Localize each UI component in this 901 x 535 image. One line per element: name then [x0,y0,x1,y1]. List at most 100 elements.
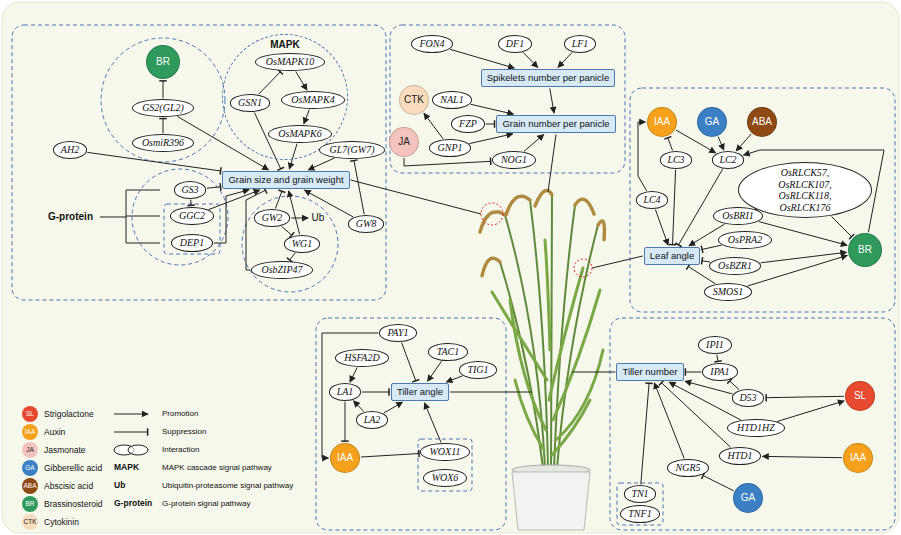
connector [685,372,701,373]
pot [512,472,590,530]
hormone-circle: BR [146,45,180,79]
node-label: TN1 [631,488,648,500]
gene-ellipse: PAY1 [379,324,416,342]
connector [777,401,844,422]
leaf [545,240,550,350]
gene-ellipse: WOX11 [420,443,469,461]
trait-box: Tiller angle [391,383,449,402]
gene-ellipse: HSFA2D [335,349,389,367]
hormone-circle: ABA [747,107,777,137]
leader-line [351,180,481,214]
stem [505,215,545,468]
connector [673,170,676,245]
connector [550,88,554,113]
connector [402,343,416,382]
panicle [535,190,552,206]
gene-ellipse: OsmiR396 [132,134,195,152]
node-label: GS2(GL2) [142,102,184,114]
node-label: BR [858,244,872,256]
connector [350,368,357,383]
node-label: FZP [459,118,477,130]
connector [424,113,443,139]
connector [259,72,281,95]
panel-outline [12,25,386,300]
node-label: Ub [312,212,325,224]
panel-outline [316,318,506,530]
gene-ellipse: DEP1 [171,234,212,252]
trait-box: Spikelets number per panicle [481,69,616,88]
connector [685,381,732,394]
legend-text: Promotion [162,408,198,420]
node-label: D53 [739,392,756,404]
gene-ellipse: WOX6 [423,469,467,487]
node-label: TNF1 [628,508,651,520]
hormone-circle: JA [389,127,419,157]
connector [209,190,260,210]
trait-box: Grain number per panicle [496,115,615,134]
swatch-abbreviation: BR [25,501,34,508]
node-label: GW8 [356,218,377,230]
gene-ellipse: LA2 [356,411,388,429]
connector [246,190,266,270]
group-box [164,204,220,254]
swatch-abbreviation: GA [25,465,34,472]
group-circle [101,38,225,162]
legend-interaction-sample [128,445,148,455]
node-label: IPI1 [706,339,724,351]
node-label: GL7(GW7) [330,144,375,156]
node-label: Grain size and grain weight [228,175,343,186]
connector [362,392,389,393]
node-label: OsMAPK6 [278,128,321,140]
connector [296,72,307,91]
connector [163,81,164,99]
leader-line [548,134,556,192]
gene-ellipse: LA1 [329,383,361,401]
connector [308,158,334,170]
gene-ellipse: GS3 [174,181,207,199]
node-label: IPA1 [710,366,729,378]
swatch-abbreviation: IAA [25,429,35,436]
gene-ellipse: OsMAPK10 [255,53,325,71]
node-label: SL [854,390,866,402]
gene-ellipse: OsMAPK4 [281,91,345,109]
legend-text: Ubiquitin-proteasome signal pathway [162,480,293,492]
leaf [549,268,583,400]
connector [641,383,649,484]
node-label: WOX6 [432,472,459,484]
connector [763,456,843,457]
node-label: LF1 [572,38,589,50]
connector [524,134,544,151]
connector [291,218,308,219]
connector [748,255,848,286]
leaf [492,292,547,380]
node-label: LC3 [667,154,684,166]
connector [354,160,364,214]
hormone-circle: BR [848,233,882,267]
panicle [575,199,594,214]
hormone-circle: IAA [843,443,873,473]
free-label: MAPK [114,462,139,474]
gene-ellipse: HTD1 [719,447,761,465]
gene-ellipse: GW2 [254,209,291,227]
node-label: NGR5 [676,462,701,474]
legend-text: Suppression [162,426,206,438]
node-label: FON4 [420,38,445,50]
node-label: OsbZIP47 [261,264,302,276]
hormone-circle: SL [845,381,875,411]
connector [832,217,852,237]
connector [289,191,300,234]
node-label: OsMAPK10 [266,56,314,68]
panicle [598,221,604,240]
connector [702,245,722,249]
pathway-circle: MAPKOsMAPK10GSN1OsMAPK4OsMAPK6 [222,34,348,160]
connector [163,118,164,133]
node-label: IAA [850,452,866,464]
legend-text: Jasmonate [44,444,86,456]
swatch-abbreviation: CTK [24,519,37,526]
highlight-circle [481,203,503,225]
node-label: AH2 [61,144,79,156]
gene-ellipse: HTD1HZ [727,419,784,437]
leaf [515,380,544,450]
connector [766,396,844,397]
